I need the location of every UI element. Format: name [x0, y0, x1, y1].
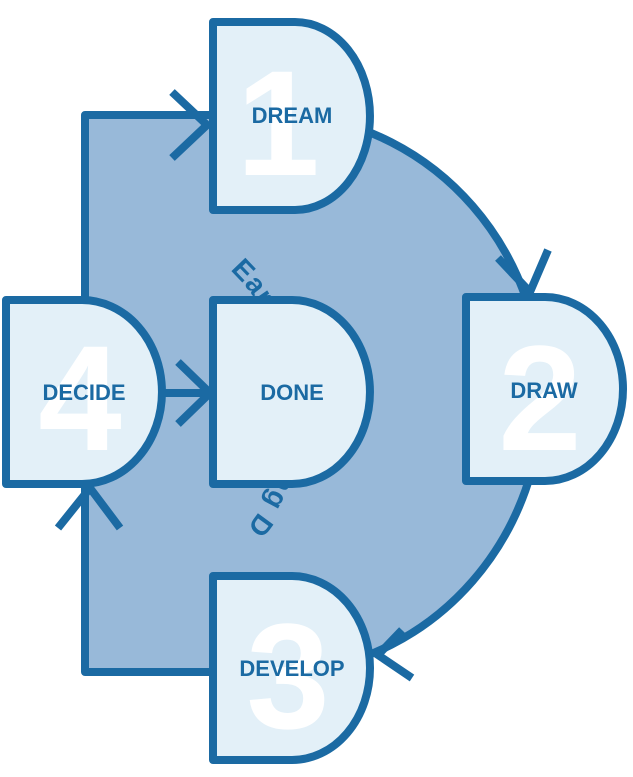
step-dream: 1 DREAM	[209, 18, 374, 214]
step-label: DECIDE	[42, 380, 125, 405]
step-label: DRAW	[510, 378, 577, 403]
step-done: DONE	[209, 296, 374, 488]
step-label: DREAM	[252, 103, 333, 128]
arrow-to-develop-icon	[371, 627, 415, 682]
arrow-to-draw-icon	[495, 248, 552, 300]
arrow-to-decide-icon	[54, 481, 124, 531]
done-label: DONE	[260, 380, 324, 405]
step-number: 3	[246, 592, 329, 760]
step-label: DEVELOP	[239, 656, 344, 681]
arrow-to-dream-icon	[169, 89, 213, 161]
step-number: 4	[38, 314, 121, 482]
step-draw: 2 DRAW	[462, 293, 627, 485]
step-number: 1	[236, 39, 319, 207]
step-develop: 3 DEVELOP	[209, 572, 374, 764]
step-number: 2	[498, 314, 581, 482]
step-decide: 4 DECIDE	[2, 296, 166, 488]
